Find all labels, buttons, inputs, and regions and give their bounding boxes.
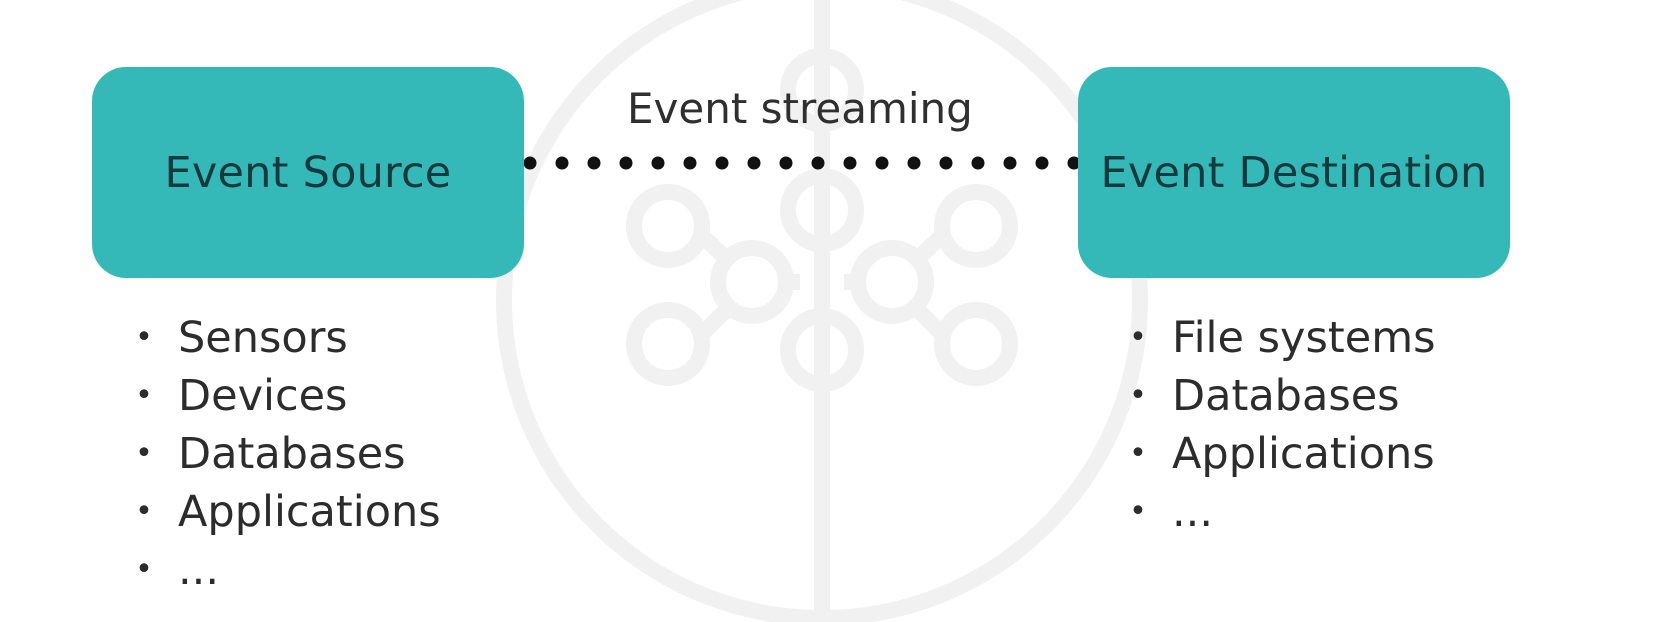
connector-label: Event streaming	[627, 84, 973, 133]
list-item: •Databases	[134, 425, 441, 483]
dotted-connector	[524, 156, 1080, 170]
event-destination-title: Event Destination	[1100, 147, 1488, 198]
connector-dot	[939, 156, 953, 170]
list-item: •Sensors	[134, 309, 441, 367]
connector-dot	[651, 156, 665, 170]
connector-dot	[747, 156, 761, 170]
list-item: •File systems	[1128, 309, 1435, 367]
connector-dot	[875, 156, 889, 170]
bullet-icon: •	[135, 378, 153, 413]
bullet-icon: •	[1129, 436, 1147, 471]
connector-dot	[555, 156, 569, 170]
bullet-icon: •	[135, 494, 153, 529]
event-destination-node: Event Destination	[1078, 67, 1510, 278]
connector-dot	[1067, 156, 1080, 170]
event-source-list: •Sensors •Devices •Databases •Applicatio…	[134, 309, 441, 599]
connector-dot	[619, 156, 633, 170]
list-item: •Devices	[134, 367, 441, 425]
connector-dot	[811, 156, 825, 170]
bullet-icon: •	[135, 320, 153, 355]
bullet-icon: •	[1129, 378, 1147, 413]
event-source-node: Event Source	[92, 67, 524, 278]
list-item: •Databases	[1128, 367, 1435, 425]
list-item: •...	[134, 541, 441, 599]
list-item: •Applications	[1128, 425, 1435, 483]
connector-dot	[907, 156, 921, 170]
bullet-icon: •	[135, 552, 153, 587]
connector-dot	[1003, 156, 1017, 170]
connector-dot	[971, 156, 985, 170]
bullet-icon: •	[135, 436, 153, 471]
connector-dot	[715, 156, 729, 170]
event-source-title: Event Source	[164, 147, 452, 198]
list-item: •...	[1128, 483, 1435, 541]
bullet-icon: •	[1129, 320, 1147, 355]
list-item: •Applications	[134, 483, 441, 541]
connector-dot	[1035, 156, 1049, 170]
connector-dot	[843, 156, 857, 170]
connector-dot	[587, 156, 601, 170]
event-destination-list: •File systems •Databases •Applications •…	[1128, 309, 1435, 541]
connector-dot	[524, 156, 537, 170]
connector-dot	[683, 156, 697, 170]
connector-dot	[779, 156, 793, 170]
bullet-icon: •	[1129, 494, 1147, 529]
